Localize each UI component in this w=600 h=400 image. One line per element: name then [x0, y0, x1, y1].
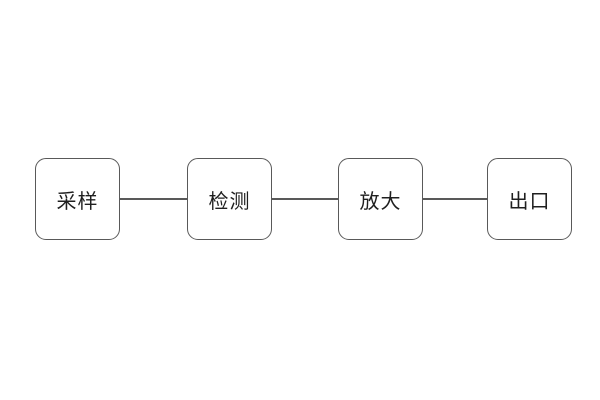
flow-node-detection: 检测 — [187, 158, 272, 240]
flow-node-amplification: 放大 — [338, 158, 423, 240]
flow-node-outlet: 出口 — [487, 158, 572, 240]
flow-node-sampling-label: 采样 — [56, 190, 99, 213]
connector-line-amplification-outlet — [422, 198, 488, 200]
flow-node-amplification-label: 放大 — [359, 190, 402, 213]
connector-line-detection-amplification — [271, 198, 339, 200]
flow-node-sampling: 采样 — [35, 158, 120, 240]
flow-node-outlet-label: 出口 — [508, 190, 551, 213]
flow-node-detection-label: 检测 — [208, 190, 251, 213]
connector-line-sampling-detection — [119, 198, 188, 200]
